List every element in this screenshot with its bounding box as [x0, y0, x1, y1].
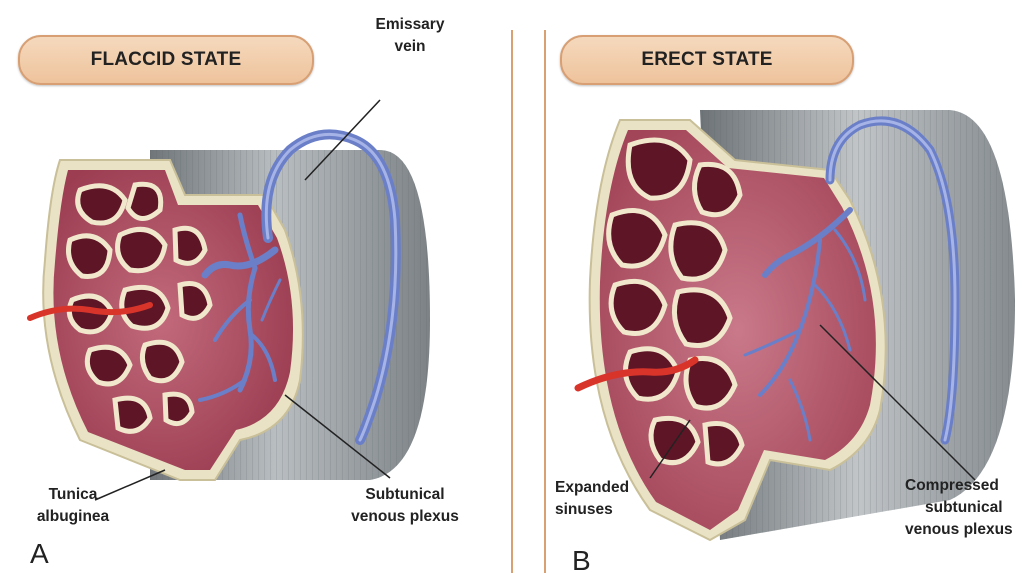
label-subtunical-venous-plexus: Subtunical venous plexus [330, 484, 480, 528]
label-expanded-sinuses: Expanded sinuses [555, 477, 655, 521]
erect-state-title: ERECT STATE [560, 35, 854, 85]
flaccid-penis-cross-section [30, 134, 430, 480]
label-tunica-albuginea: Tunica albuginea [18, 484, 128, 528]
panel-letter-a: A [30, 538, 49, 570]
flaccid-state-title: FLACCID STATE [18, 35, 314, 85]
label-compressed-subtunical-venous-plexus: Compressed subtunical venous plexus [905, 475, 1025, 541]
panel-letter-b: B [572, 545, 591, 573]
label-emissary-vein: Emissary vein [360, 14, 460, 58]
